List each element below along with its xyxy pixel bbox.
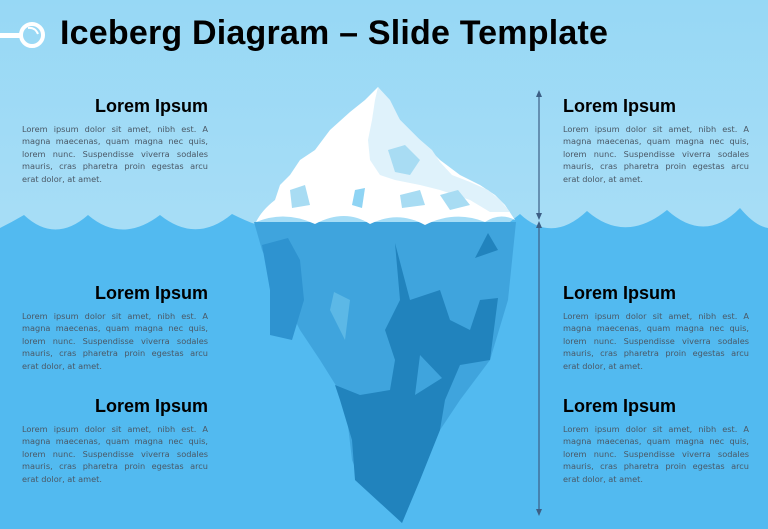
right-block-3: Lorem Ipsum Lorem ipsum dolor sit amet, …	[563, 395, 749, 485]
block-body: Lorem ipsum dolor sit amet, nibh est. A …	[22, 124, 208, 184]
right-block-1: Lorem Ipsum Lorem ipsum dolor sit amet, …	[563, 95, 749, 185]
key-icon	[0, 22, 45, 48]
block-heading: Lorem Ipsum	[563, 96, 677, 116]
block-body: Lorem ipsum dolor sit amet, nibh est. A …	[563, 424, 749, 484]
page-title: Iceberg Diagram – Slide Template	[60, 14, 609, 52]
above-water-arrow	[536, 90, 542, 220]
iceberg-tip	[256, 87, 515, 225]
block-heading: Lorem Ipsum	[94, 396, 208, 416]
block-heading: Lorem Ipsum	[94, 96, 208, 116]
block-heading: Lorem Ipsum	[563, 396, 677, 416]
block-heading: Lorem Ipsum	[94, 283, 208, 303]
block-heading: Lorem Ipsum	[563, 283, 677, 303]
block-body: Lorem ipsum dolor sit amet, nibh est. A …	[22, 311, 208, 371]
left-block-2: Lorem Ipsum Lorem ipsum dolor sit amet, …	[22, 282, 208, 372]
left-block-3: Lorem Ipsum Lorem ipsum dolor sit amet, …	[22, 395, 208, 485]
below-water-arrow	[536, 221, 542, 516]
block-body: Lorem ipsum dolor sit amet, nibh est. A …	[22, 424, 208, 484]
block-body: Lorem ipsum dolor sit amet, nibh est. A …	[563, 124, 749, 184]
left-block-1: Lorem Ipsum Lorem ipsum dolor sit amet, …	[22, 95, 208, 185]
right-block-2: Lorem Ipsum Lorem ipsum dolor sit amet, …	[563, 282, 749, 372]
iceberg-underwater	[254, 222, 516, 523]
block-body: Lorem ipsum dolor sit amet, nibh est. A …	[563, 311, 749, 371]
